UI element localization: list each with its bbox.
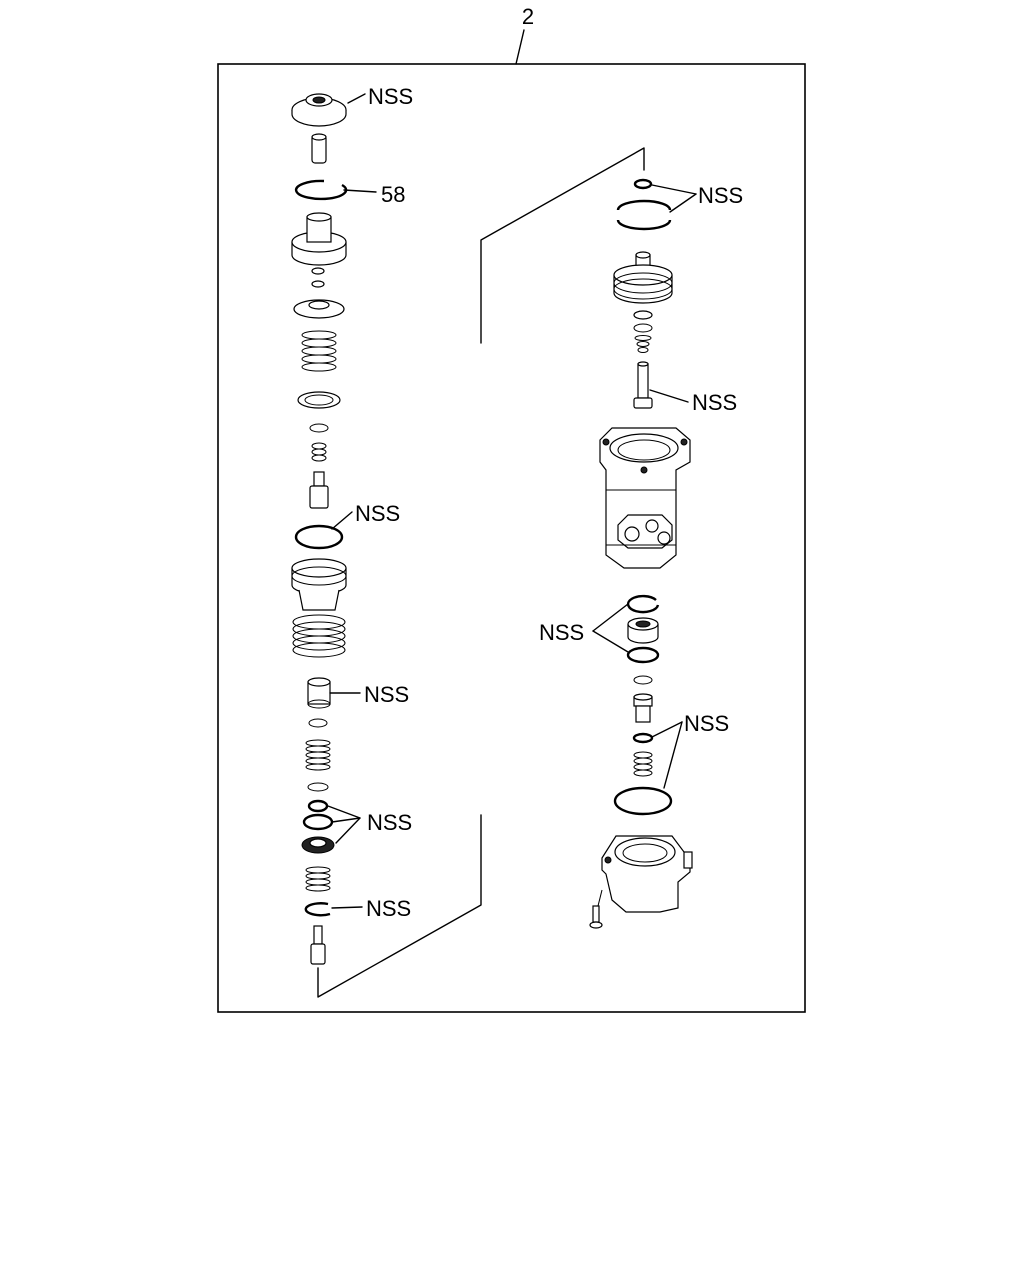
callout-leader-right-mid-b — [592, 630, 629, 653]
large-ring-part — [616, 199, 672, 231]
lower-washer-part — [307, 782, 329, 792]
bushing-part — [627, 617, 659, 644]
piston-body-part — [291, 212, 347, 266]
top-small-o-ring-part — [633, 178, 653, 190]
callout-right-stem-nss: NSS — [692, 390, 737, 415]
sleeve-part — [307, 677, 331, 709]
callout-leader-snap-ring — [343, 189, 377, 193]
spring-part — [301, 330, 337, 372]
circlip-part — [304, 902, 331, 917]
bolt-part — [310, 925, 326, 965]
washer-part — [297, 391, 341, 409]
relay-body-housing-part — [599, 427, 691, 569]
valve-plunger-part — [309, 471, 329, 509]
cover-housing-part — [601, 835, 693, 913]
right-circlip-part — [626, 594, 660, 614]
right-plunger-part — [633, 693, 653, 723]
small-spring-part — [309, 423, 329, 462]
callout-left-seals-nss: NSS — [367, 810, 412, 835]
callout-left-ring-58: 58 — [381, 182, 405, 207]
callout-leader-right-mid-a — [592, 603, 629, 632]
callout-leader-seals-lower — [335, 817, 361, 844]
callout-left-sleeve-nss: NSS — [364, 682, 409, 707]
callout-leader-right-lower-a — [651, 721, 683, 738]
bottom-spring-part — [305, 866, 331, 892]
left-column-parts — [291, 93, 348, 965]
callout-leader-right-lower-b — [663, 721, 683, 789]
assembly-leader-line — [515, 29, 525, 65]
callout-left-oring-nss: NSS — [355, 501, 400, 526]
callout-left-circlip-nss: NSS — [366, 896, 411, 921]
plunger-o-ring-part — [632, 732, 654, 744]
callout-leader-circlip — [331, 906, 363, 909]
screw-leader — [597, 889, 603, 907]
lower-connection-line — [317, 814, 482, 998]
valve-body-part — [291, 558, 347, 611]
right-column-parts — [589, 178, 693, 929]
valve-stem-part — [633, 361, 653, 409]
callout-left-top-nss: NSS — [368, 84, 413, 109]
callout-right-top-nss: NSS — [698, 183, 743, 208]
bushing-o-ring-part — [626, 646, 660, 664]
upper-connection-line — [480, 147, 645, 344]
bellows-part — [292, 614, 346, 658]
top-cap-part — [291, 93, 347, 127]
small-seal-part — [307, 799, 329, 813]
callout-right-lower-nss: NSS — [684, 711, 729, 736]
small-nut-part — [311, 267, 325, 288]
assembly-number-label: 2 — [522, 4, 534, 29]
lower-spring-part — [305, 739, 331, 771]
kit-frame — [217, 63, 806, 1013]
pin-part — [311, 133, 327, 164]
small-valve-part — [633, 310, 653, 333]
screw-part — [589, 905, 603, 929]
right-spring-part — [633, 751, 653, 777]
callout-leader-top-cap — [347, 93, 366, 104]
small-washer-part — [633, 675, 653, 685]
cone-spring-part — [634, 335, 652, 353]
callout-leader-seals — [327, 805, 361, 823]
relay-piston-part — [613, 251, 673, 304]
callout-right-mid-nss: NSS — [539, 620, 584, 645]
snap-ring-part — [294, 179, 348, 201]
medium-seal-part — [302, 813, 334, 831]
callout-leader-right-top-a — [651, 184, 697, 195]
o-ring-part — [294, 524, 344, 550]
spring-seat-part — [293, 299, 345, 319]
callout-leader-stem — [649, 389, 689, 403]
callout-leader-o-ring — [331, 511, 353, 530]
lip-seal-part — [301, 836, 335, 854]
small-ring-part — [308, 718, 328, 728]
large-o-ring-part — [613, 786, 673, 816]
callout-leader-right-top-b — [669, 193, 697, 213]
